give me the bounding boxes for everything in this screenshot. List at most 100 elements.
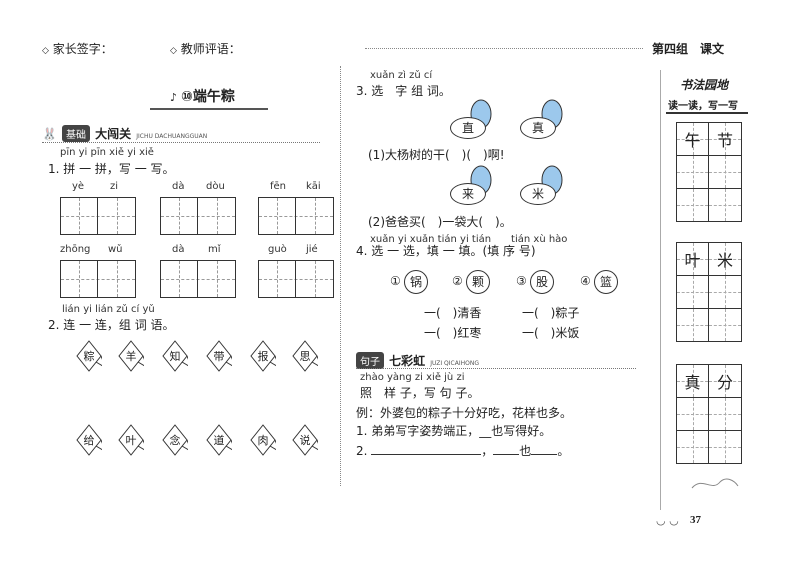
writing-grid[interactable] — [258, 260, 334, 298]
q4-option-char[interactable]: 颗 — [466, 270, 490, 294]
q2-pinyin: lián yi lián zǔ cí yǔ — [62, 304, 155, 315]
page-number: 37 — [690, 514, 701, 526]
column-divider — [340, 66, 341, 486]
zongzi-label: 叶 — [125, 434, 137, 447]
answer-blank[interactable] — [531, 454, 558, 455]
calligraphy-char: 米 — [716, 251, 733, 270]
q4-option-num: ② — [452, 274, 463, 288]
q4-option-num: ③ — [516, 274, 527, 288]
zongzi-label: 报 — [257, 350, 269, 363]
answer-blank[interactable] — [493, 454, 520, 455]
q1-pinyin-1a: yè — [72, 181, 85, 192]
zongzi-char[interactable]: 羊 — [118, 340, 144, 372]
zongzi-label: 粽 — [83, 350, 95, 363]
zongzi-label: 带 — [213, 350, 225, 363]
q5-line2-ye: 也 — [519, 444, 532, 458]
music-note-icon: ♪ — [170, 91, 178, 104]
section-divider — [356, 368, 636, 369]
section-sentence-header: 句子 七彩虹 JUZI QICAIHONG — [356, 350, 479, 369]
writing-grid[interactable] — [60, 197, 136, 235]
zongzi-char[interactable]: 说 — [292, 424, 318, 456]
q5-line-2[interactable]: 2. ，也。 — [356, 442, 569, 459]
writing-grid[interactable] — [160, 260, 236, 298]
zongzi-char[interactable]: 叶 — [118, 424, 144, 456]
q4-blank[interactable]: 一( )清香 — [424, 306, 482, 320]
zongzi-label: 肉 — [257, 434, 269, 447]
calligraphy-grid[interactable]: 叶米 — [676, 242, 742, 342]
lesson-title-text: ⑩端午粽 — [181, 89, 235, 105]
answer-blank[interactable] — [371, 454, 482, 455]
q4-option-num: ④ — [580, 274, 591, 288]
q4-blank[interactable]: 一( )米饭 — [522, 326, 580, 340]
q1-pinyin-3b: kāi — [306, 181, 321, 192]
q4-option-char[interactable]: 锅 — [404, 270, 428, 294]
q4-blank[interactable]: 一( )红枣 — [424, 326, 482, 340]
q5-line-1: 1. 弟弟写字姿势端正，__也写得好。 — [356, 424, 552, 438]
q3-char-option[interactable]: 来 — [450, 183, 486, 205]
q1-pinyin-4a: zhōng — [60, 244, 91, 255]
zongzi-char[interactable]: 念 — [162, 424, 188, 456]
section-badge: 基础 — [62, 125, 91, 142]
zongzi-label: 思 — [299, 350, 311, 363]
section-title: 大闯关 — [95, 127, 132, 141]
q3-sentence-1: (1)大杨树的干( )( )啊! — [368, 148, 505, 162]
q3-char-option[interactable]: 米 — [520, 183, 556, 205]
calligraphy-char: 真 — [684, 373, 701, 392]
q1-pinyin-2a: dà — [172, 181, 185, 192]
section-divider — [42, 142, 320, 143]
zongzi-label: 说 — [299, 434, 311, 447]
q1-pinyin-2b: dòu — [206, 181, 225, 192]
q5-line2-end: 。 — [557, 444, 570, 458]
calligraphy-grid[interactable]: 午节 — [676, 122, 742, 222]
zongzi-char[interactable]: 道 — [206, 424, 232, 456]
q1-pinyin-5a: dà — [172, 244, 185, 255]
q1-pinyin-3a: fēn — [270, 181, 287, 192]
zongzi-char[interactable]: 知 — [162, 340, 188, 372]
q3-pinyin: xuǎn zì zǔ cí — [370, 70, 433, 81]
title-underline — [150, 108, 268, 110]
q1-pinyin: pīn yi pīn xiě yi xiě — [60, 147, 154, 158]
right-panel — [660, 70, 753, 510]
q3-char-option[interactable]: 直 — [450, 117, 486, 139]
q4-option-char[interactable]: 篮 — [594, 270, 618, 294]
writing-grid[interactable] — [258, 197, 334, 235]
q5-line2-comma: ， — [481, 444, 494, 458]
q4-option-num: ① — [390, 274, 401, 288]
teacher-comment-text: 教师评语： — [180, 42, 241, 56]
q1-pinyin-6b: jié — [306, 244, 318, 255]
q4-blank[interactable]: 一( )粽子 — [522, 306, 580, 320]
zongzi-label: 给 — [83, 434, 95, 447]
zongzi-char[interactable]: 给 — [76, 424, 102, 456]
writing-grid[interactable] — [160, 197, 236, 235]
calligraphy-char: 节 — [716, 131, 733, 150]
zongzi-label: 羊 — [125, 350, 137, 363]
parent-sign-label: ◇ 家长签字： — [42, 42, 113, 56]
section-basic-header: 🐰 基础 大闯关 JICHU DACHUANGGUAN — [42, 123, 207, 142]
zongzi-char[interactable]: 思 — [292, 340, 318, 372]
section-pinyin: JUZI QICAIHONG — [430, 360, 479, 367]
q3-label: 3. 选 字 组 词。 — [356, 84, 451, 98]
zongzi-char[interactable]: 带 — [206, 340, 232, 372]
q5-pinyin: zhào yàng zi xiě jù zi — [360, 372, 465, 383]
zongzi-char[interactable]: 报 — [250, 340, 276, 372]
section-badge: 句子 — [356, 352, 384, 369]
unit-label: 第四组 课文 — [652, 42, 725, 56]
calligraphy-subtitle: 读一读，写一写 — [668, 101, 738, 112]
zongzi-char[interactable]: 粽 — [76, 340, 102, 372]
parent-sign-text: 家长签字： — [52, 42, 113, 56]
teacher-comment-label: ◇ 教师评语： — [170, 42, 241, 56]
q1-pinyin-4b: wǔ — [108, 244, 123, 255]
lesson-title: ♪⑩端午粽 — [170, 86, 235, 106]
calligraphy-grid[interactable]: 真分 — [676, 364, 742, 464]
q5-label: 照 样 子，写 句 子。 — [360, 386, 480, 400]
calligraphy-char: 叶 — [684, 251, 701, 270]
section-pinyin: JICHU DACHUANGGUAN — [136, 133, 208, 140]
swirl-decoration-icon — [690, 474, 740, 498]
writing-grid[interactable] — [60, 260, 136, 298]
section-title: 七彩虹 — [389, 354, 426, 368]
zongzi-char[interactable]: 肉 — [250, 424, 276, 456]
q3-char-option[interactable]: 真 — [520, 117, 556, 139]
calligraphy-title: 书法园地 — [680, 78, 729, 92]
q4-option-char[interactable]: 股 — [530, 270, 554, 294]
zongzi-label: 知 — [169, 350, 181, 363]
